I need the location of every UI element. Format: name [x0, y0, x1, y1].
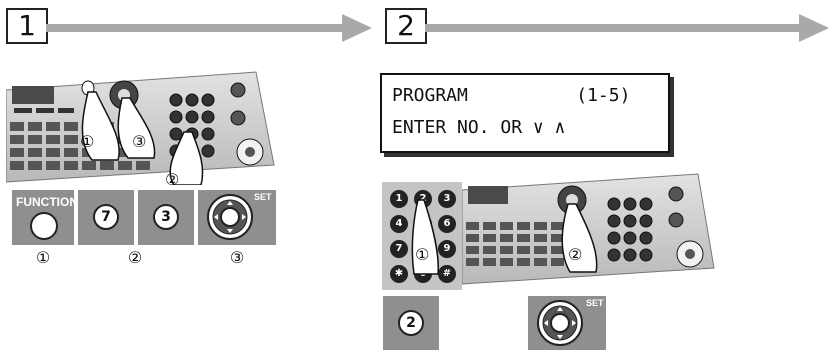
set-label-step2: SET: [586, 298, 604, 308]
panel-marker-1: ①: [80, 132, 95, 151]
key-2-tile[interactable]: 2: [383, 296, 439, 350]
key-3-icon: 3: [153, 204, 179, 230]
navigation-dial-icon-step2: [537, 300, 583, 346]
function-key-tile[interactable]: FUNCTION: [12, 190, 78, 245]
step-2-badge: 2: [385, 8, 427, 44]
step-2-arrow: [425, 14, 829, 42]
keypad-key-star[interactable]: ✱: [390, 265, 408, 283]
display-line-1: PROGRAM (1-5): [392, 85, 631, 106]
keypad-key-1[interactable]: 1: [390, 190, 408, 208]
pointing-hand-icon: [411, 199, 439, 275]
lcd-display: PROGRAM (1-5) ENTER NO. OR ∨ ∧: [380, 73, 670, 153]
keypad-key-hash[interactable]: #: [438, 265, 456, 283]
step-1-badge: 1: [6, 8, 48, 44]
keypad-key-9[interactable]: 9: [438, 240, 456, 258]
key-7-tile[interactable]: 7: [78, 190, 134, 245]
panel-marker-2: ②: [165, 170, 180, 189]
keypad-key-6[interactable]: 6: [438, 215, 456, 233]
set-navigation-key-tile[interactable]: SET: [198, 190, 276, 245]
display-line-2: ENTER NO. OR ∨ ∧: [392, 117, 566, 138]
panel-marker-1-step2: ①: [415, 245, 430, 264]
panel-marker-2-step2: ②: [568, 245, 583, 264]
caption-1: ①: [35, 248, 51, 267]
key-2-icon: 2: [398, 310, 424, 336]
control-panel-illustration-step2: [462, 173, 715, 285]
function-key-label: FUNCTION: [16, 195, 78, 209]
keypad-key-4[interactable]: 4: [390, 215, 408, 233]
panel-marker-3: ③: [132, 132, 147, 151]
numeric-keypad: 1 2 3 4 5 6 7 8 9 ✱ 0 #: [382, 182, 462, 290]
keypad-key-7[interactable]: 7: [390, 240, 408, 258]
control-panel-illustration: [6, 71, 275, 185]
step-1-arrow: [46, 14, 372, 42]
set-label: SET: [254, 192, 272, 202]
caption-2: ②: [127, 248, 143, 267]
key-3-tile[interactable]: 3: [138, 190, 194, 245]
keypad-key-3[interactable]: 3: [438, 190, 456, 208]
key-7-icon: 7: [93, 204, 119, 230]
set-navigation-key-tile-step2[interactable]: SET: [528, 296, 606, 350]
navigation-dial-icon: [207, 194, 253, 240]
caption-3: ③: [229, 248, 245, 267]
function-button-icon: [30, 212, 58, 240]
